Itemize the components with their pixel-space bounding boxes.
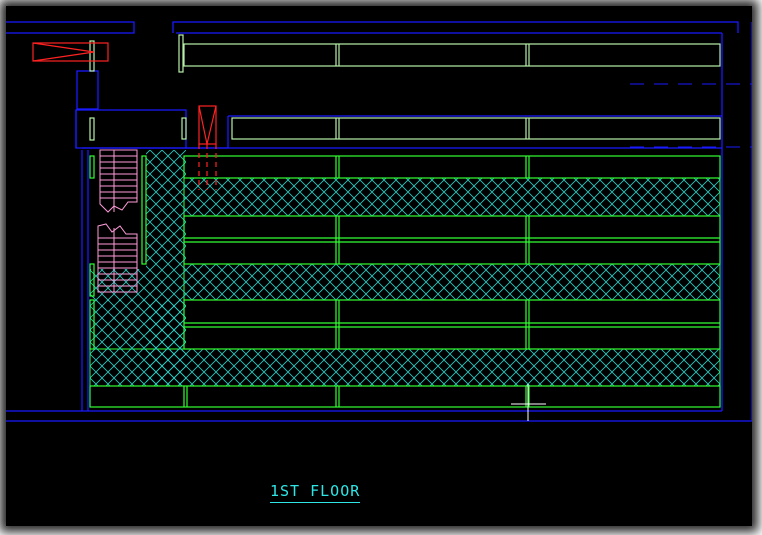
shelf-row-1-div-b — [525, 44, 530, 66]
drawing-title: 1ST FLOOR — [270, 482, 361, 503]
floor-plan-drawing — [6, 21, 752, 422]
staircase — [97, 149, 138, 293]
red-lift-cross — [198, 105, 217, 145]
shelf-row-6 — [89, 385, 721, 408]
hatched-aisle-middle — [183, 263, 721, 301]
shelf-post-left-1 — [89, 155, 95, 179]
drawing-title-text: 1ST FLOOR — [270, 482, 361, 500]
shelf-post-left-2 — [89, 263, 95, 297]
shelf-end-post-1 — [178, 34, 184, 73]
hatched-aisle-left — [90, 300, 186, 350]
stair-lower-flight — [97, 223, 138, 293]
red-symbols — [32, 42, 217, 190]
shelf-row-6-div — [183, 386, 530, 407]
shelf-row-4-mid — [184, 237, 720, 243]
shelf-end-post-3 — [89, 117, 95, 141]
shelf-row-2-div-b — [525, 118, 530, 139]
shelf-row-3 — [183, 155, 721, 179]
wall-top-left — [6, 21, 135, 34]
red-lift-symbol — [198, 105, 217, 145]
shelf-post-left-3 — [89, 299, 95, 350]
stair-upper-treads — [100, 155, 137, 199]
dashed-guide-lines — [630, 83, 752, 148]
cad-viewport[interactable]: 1ST FLOOR — [6, 6, 752, 526]
shelf-end-post-4 — [89, 40, 95, 72]
red-door-symbol — [32, 42, 109, 62]
column-block-left — [76, 70, 99, 110]
crosshair-cursor — [511, 384, 546, 421]
shelf-row-3-div — [335, 156, 530, 178]
hatched-aisle-vertical — [146, 150, 186, 386]
shelf-row-2 — [231, 117, 721, 140]
shelf-row-1 — [183, 43, 721, 67]
shelving-bright — [89, 155, 721, 408]
shelving — [89, 34, 721, 141]
shelf-row-5-mid — [184, 322, 720, 328]
stair-upper-flight — [99, 149, 138, 213]
shelf-row-5-div — [335, 300, 530, 349]
red-door-swing — [32, 42, 95, 62]
walls — [6, 21, 752, 422]
shelf-row-4 — [183, 215, 721, 265]
shelf-post-stair-1 — [141, 155, 147, 265]
shelf-row-5 — [183, 299, 721, 350]
shelf-row-2-div-a — [335, 118, 340, 139]
shelf-row-4-div — [335, 216, 530, 264]
hatched-aisle-top — [183, 177, 721, 217]
wall-top-right — [172, 21, 739, 33]
shelf-row-1-div-a — [335, 44, 340, 66]
stair-lower-treads — [98, 237, 137, 287]
shelf-end-post-2 — [181, 117, 187, 140]
wall-core-top — [75, 109, 187, 149]
hatched-aisle-bottom — [89, 348, 721, 387]
red-lift-dashes — [198, 144, 217, 190]
hatched-aisle-areas — [89, 150, 721, 387]
